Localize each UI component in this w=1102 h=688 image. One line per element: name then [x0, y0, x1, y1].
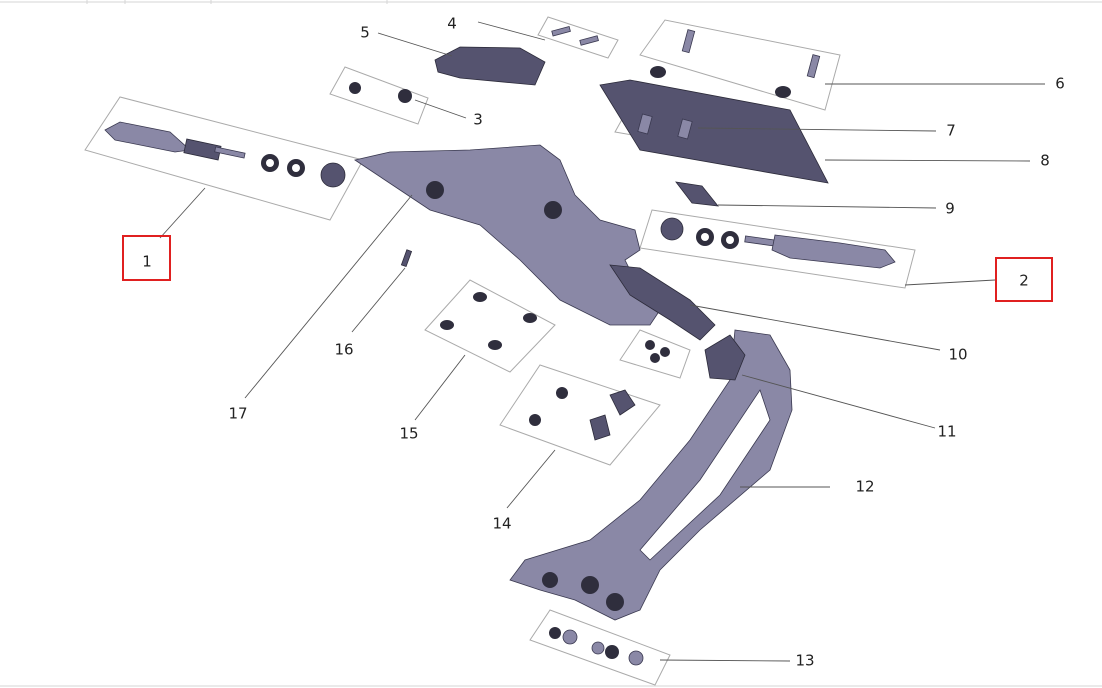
- group-box-15: [424, 279, 556, 373]
- part-17-bracket: [354, 144, 661, 326]
- callout-9[interactable]: 9: [945, 200, 955, 218]
- callout-16[interactable]: 16: [334, 341, 353, 359]
- group-box-2: [639, 209, 916, 289]
- part-2-indicator: [771, 234, 896, 269]
- callout-7[interactable]: 7: [946, 122, 956, 140]
- part-12-frame: [509, 329, 793, 621]
- group-box-13: [529, 609, 671, 686]
- part-9-pad: [675, 181, 719, 207]
- callout-14[interactable]: 14: [492, 515, 511, 533]
- callout-10[interactable]: 10: [948, 346, 967, 364]
- highlight-box-1: [122, 235, 171, 281]
- group-box-6: [639, 19, 841, 111]
- callout-6[interactable]: 6: [1055, 75, 1065, 93]
- callout-11[interactable]: 11: [937, 423, 956, 441]
- group-box-14: [499, 364, 661, 466]
- parts: [104, 25, 896, 666]
- group-box-4: [537, 16, 619, 59]
- callout-4[interactable]: 4: [447, 15, 457, 33]
- group-box-1: [84, 96, 364, 221]
- callout-5[interactable]: 5: [360, 24, 370, 42]
- callout-2[interactable]: 2: [1019, 272, 1029, 290]
- callout-8[interactable]: 8: [1040, 152, 1050, 170]
- part-8-plate: [599, 79, 829, 184]
- highlight-box-2: [995, 257, 1053, 302]
- part-1-indicator: [104, 121, 191, 153]
- group-box-3: [329, 66, 429, 125]
- part-5-housing: [434, 46, 546, 86]
- callout-1[interactable]: 1: [142, 253, 152, 271]
- leader-lines: [159, 21, 1045, 662]
- callout-3[interactable]: 3: [473, 111, 483, 129]
- callout-15[interactable]: 15: [399, 425, 418, 443]
- part-11-bracket: [704, 334, 746, 381]
- callout-17[interactable]: 17: [228, 405, 247, 423]
- group-box-11: [619, 329, 691, 379]
- part-10-link: [609, 264, 716, 341]
- callout-13[interactable]: 13: [795, 652, 814, 670]
- callout-12[interactable]: 12: [855, 478, 874, 496]
- callout-labels: 1 2 3 4 5 6 7 8 9 10 11 12 13 14 15 16 1…: [142, 15, 1065, 670]
